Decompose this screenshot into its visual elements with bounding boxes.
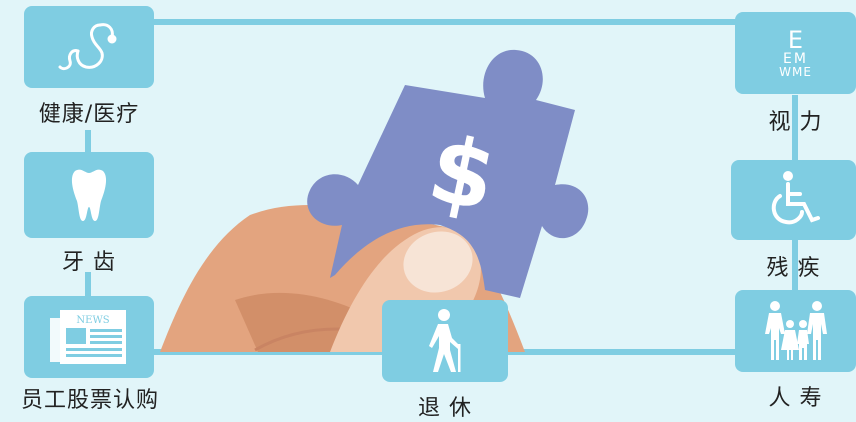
vision-tile: E EM WME: [735, 12, 856, 94]
disability-label: 残 疾: [766, 256, 821, 281]
life-label: 人 寿: [768, 386, 823, 411]
elderly-person-icon: [429, 309, 461, 372]
stethoscope-icon: [58, 23, 117, 71]
health-label: 健康/医疗: [38, 102, 140, 127]
dental-label: 牙 齿: [62, 250, 116, 275]
vision-label: 视 力: [768, 110, 823, 135]
disability-tile: [731, 160, 856, 240]
eye-chart-icon: E EM WME: [779, 26, 812, 79]
health-tile: [24, 6, 154, 88]
dental-tile: [24, 152, 154, 238]
svg-text:NEWS: NEWS: [76, 315, 109, 326]
stock-label: 员工股票认购: [20, 388, 159, 413]
newspaper-icon: NEWS: [50, 310, 126, 364]
life-tile: [735, 290, 856, 372]
tooth-icon: [71, 169, 107, 221]
stock-tile: NEWS: [24, 296, 154, 378]
family-icon: [764, 301, 827, 360]
retirement-label: 退 休: [418, 396, 472, 421]
dollar-puzzle-icon: $: [307, 49, 589, 298]
retirement-tile: [382, 300, 508, 382]
wheelchair-icon: [771, 171, 820, 225]
